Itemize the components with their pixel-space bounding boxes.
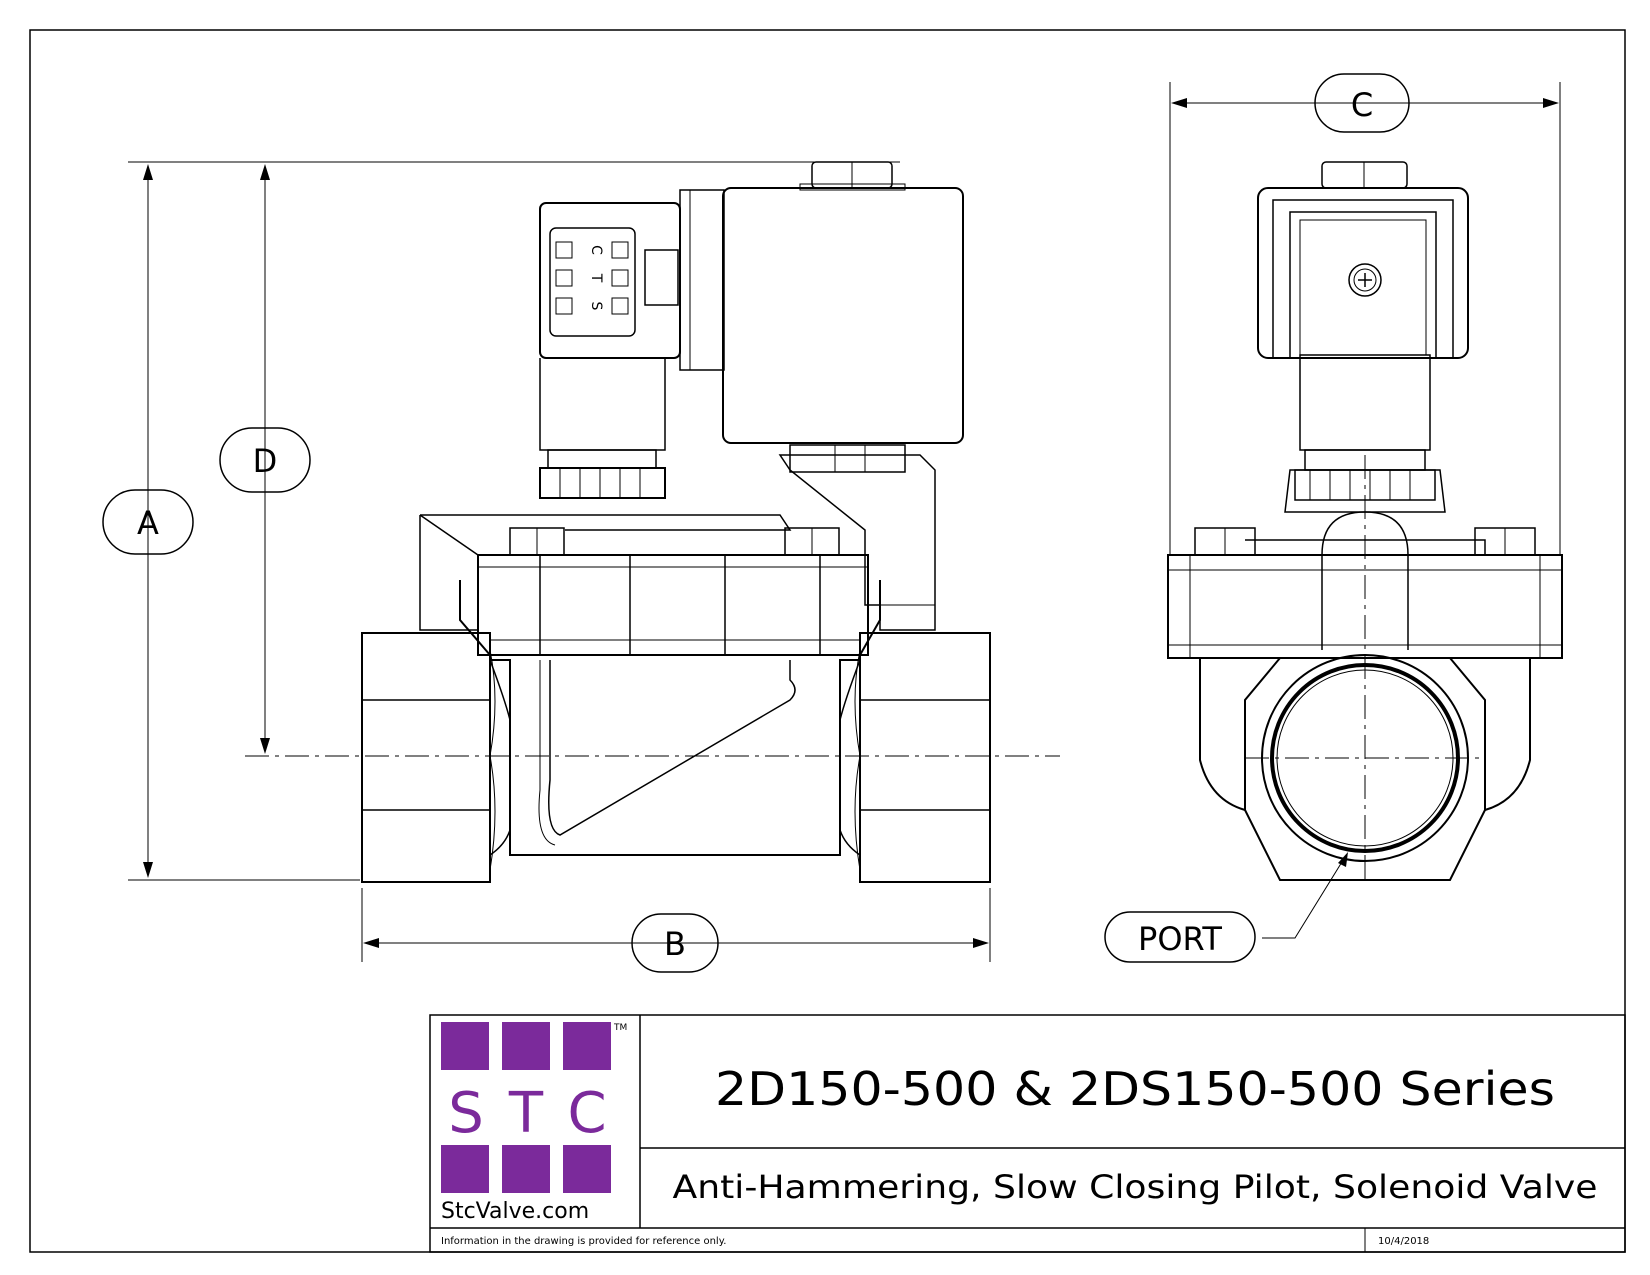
- connector-letter-t: T: [588, 273, 604, 283]
- logo-letter-c: C: [567, 1081, 606, 1146]
- connector-letter-s: S: [588, 302, 604, 311]
- port-label: PORT: [1138, 920, 1222, 958]
- side-view: C: [1104, 73, 1563, 963]
- logo-letter-s: S: [448, 1081, 484, 1146]
- dimension-d-label: D: [253, 442, 278, 480]
- dimension-b-label: B: [664, 925, 686, 963]
- port-callout: PORT: [1104, 852, 1348, 963]
- dimension-a-label: A: [137, 504, 159, 542]
- title-block: S T C TM StcValve.com 2D150-500 & 2DS150…: [429, 1014, 1626, 1253]
- drawing-subtitle: Anti-Hammering, Slow Closing Pilot, Sole…: [673, 1168, 1598, 1206]
- logo-letter-t: T: [508, 1081, 544, 1146]
- dimension-b: B: [361, 888, 991, 973]
- dimension-c-label: C: [1351, 86, 1373, 124]
- connector-letter-c: C: [588, 245, 604, 255]
- dimension-c: C: [1169, 73, 1561, 555]
- connector-pin-grid: C T S: [555, 241, 629, 315]
- dimension-a: A: [102, 164, 194, 878]
- dimension-d: D: [219, 164, 311, 754]
- drawing-date: 10/4/2018: [1378, 1236, 1429, 1247]
- logo-trademark: TM: [613, 1023, 627, 1033]
- reference-note: Information in the drawing is provided f…: [441, 1236, 726, 1247]
- logo-url: StcValve.com: [441, 1199, 589, 1224]
- front-view: A D B: [102, 161, 1060, 973]
- stc-logo: S T C TM StcValve.com: [441, 1022, 627, 1224]
- drawing-title: 2D150-500 & 2DS150-500 Series: [715, 1062, 1555, 1116]
